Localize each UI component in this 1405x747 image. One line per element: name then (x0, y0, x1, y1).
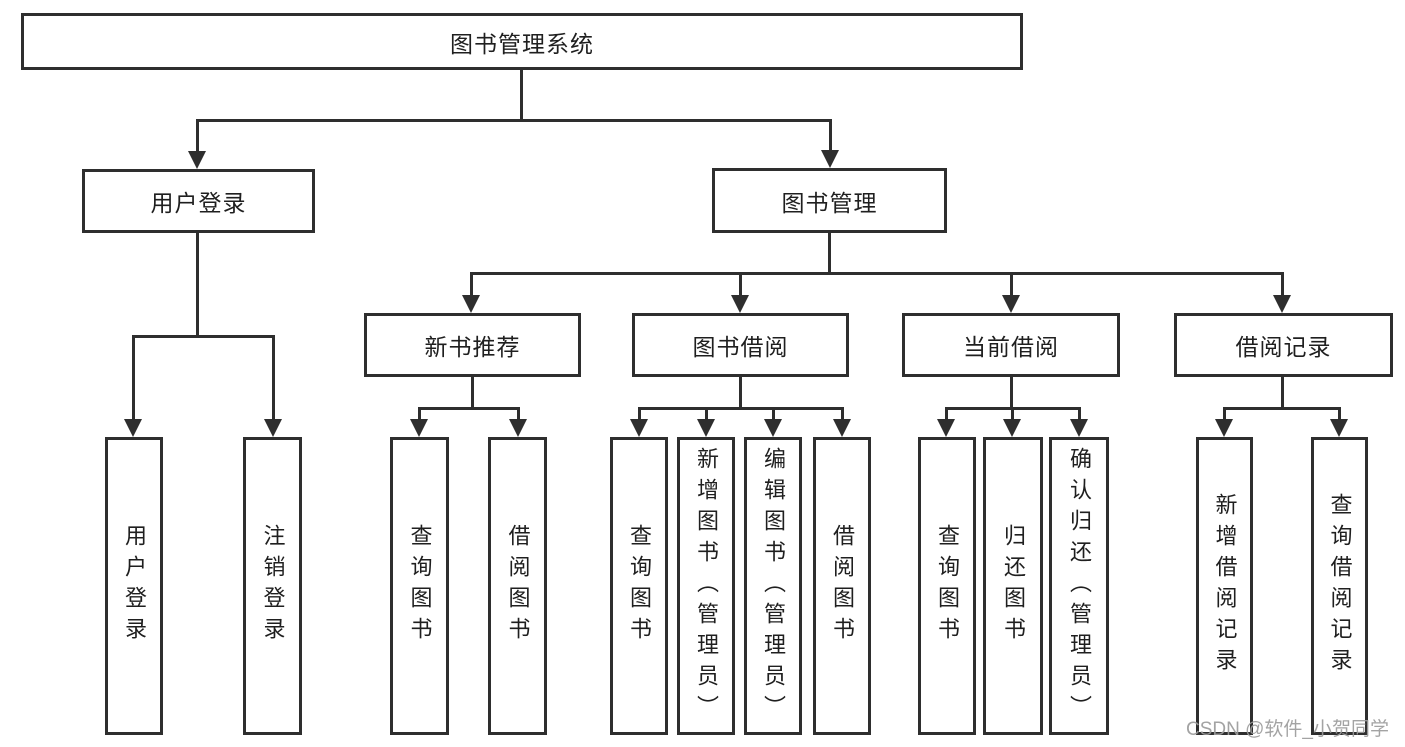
arrow-down-icon (1002, 295, 1020, 313)
arrow-down-icon (1070, 419, 1088, 437)
node-borrowing-records: 借阅记录 (1174, 313, 1393, 377)
arrow-down-icon (188, 151, 206, 169)
connector-line (517, 407, 520, 421)
leaf-user-login-label: 用户登录 (122, 524, 147, 648)
leaf-query-books-1: 查询图书 (390, 437, 449, 735)
leaf-query-borrow-record-label: 查询借阅记录 (1327, 493, 1353, 679)
leaf-return-book: 归还图书 (983, 437, 1043, 735)
leaf-confirm-return-admin-label: 确认归还（管理员） (1067, 446, 1092, 726)
leaf-query-books-2-label: 查询图书 (627, 524, 652, 648)
arrow-down-icon (833, 419, 851, 437)
arrow-down-icon (264, 419, 282, 437)
node-user-login: 用户登录 (82, 169, 315, 233)
arrow-down-icon (821, 150, 839, 168)
leaf-add-book-admin-label: 新增图书（管理员） (694, 446, 719, 726)
connector-line (1281, 377, 1284, 410)
node-book-borrowing: 图书借阅 (632, 313, 849, 377)
leaf-return-book-label: 归还图书 (1001, 524, 1026, 648)
leaf-borrow-books-1-label: 借阅图书 (505, 524, 531, 648)
connector-line (471, 377, 474, 410)
node-root-label: 图书管理系统 (450, 30, 594, 57)
leaf-edit-book-admin-label: 编辑图书（管理员） (761, 446, 786, 726)
connector-line (1338, 407, 1341, 421)
leaf-borrow-books-2-label: 借阅图书 (830, 524, 855, 648)
leaf-query-books-3: 查询图书 (918, 437, 976, 735)
connector-line (739, 377, 742, 410)
leaf-logout-label: 注销登录 (260, 524, 286, 648)
leaf-edit-book-admin: 编辑图书（管理员） (744, 437, 802, 735)
arrow-down-icon (697, 419, 715, 437)
node-current-borrowing: 当前借阅 (902, 313, 1120, 377)
connector-line (945, 407, 948, 421)
arrow-down-icon (462, 295, 480, 313)
arrow-down-icon (764, 419, 782, 437)
connector-line (196, 119, 199, 154)
connector-line (828, 233, 831, 275)
node-borrowing-records-label: 借阅记录 (1235, 334, 1332, 360)
node-current-borrowing-label: 当前借阅 (963, 334, 1059, 360)
connector-line (272, 335, 275, 423)
leaf-logout: 注销登录 (243, 437, 302, 735)
leaf-query-books-1-label: 查询图书 (407, 524, 433, 648)
node-book-management-label: 图书管理 (781, 189, 878, 216)
connector-line (1010, 272, 1013, 298)
connector-line (196, 233, 199, 338)
connector-line (520, 69, 523, 121)
connector-line (705, 407, 708, 421)
arrow-down-icon (1003, 419, 1021, 437)
leaf-borrow-books-2: 借阅图书 (813, 437, 871, 735)
leaf-add-borrow-record-label: 新增借阅记录 (1212, 493, 1238, 679)
connector-line (1011, 407, 1014, 421)
connector-line (772, 407, 775, 421)
connector-line (739, 272, 742, 298)
leaf-query-books-2: 查询图书 (610, 437, 668, 735)
arrow-down-icon (1215, 419, 1233, 437)
connector-line (1223, 407, 1226, 421)
arrow-down-icon (937, 419, 955, 437)
connector-line (638, 407, 641, 421)
leaf-add-book-admin: 新增图书（管理员） (677, 437, 735, 735)
arrow-down-icon (509, 419, 527, 437)
connector-line (132, 335, 275, 338)
connector-line (470, 272, 473, 298)
arrow-down-icon (124, 419, 142, 437)
node-book-borrowing-label: 图书借阅 (692, 334, 789, 360)
connector-line (196, 119, 832, 122)
connector-line (418, 407, 421, 421)
connector-line (470, 272, 1284, 275)
node-new-book-recommend: 新书推荐 (364, 313, 581, 377)
leaf-user-login: 用户登录 (105, 437, 163, 735)
leaf-add-borrow-record: 新增借阅记录 (1196, 437, 1253, 735)
connector-line (638, 407, 844, 410)
connector-line (1010, 377, 1013, 410)
connector-line (418, 407, 520, 410)
connector-line (829, 119, 832, 153)
csdn-watermark: CSDN @软件_小贺同学 (1186, 719, 1389, 740)
arrow-down-icon (1273, 295, 1291, 313)
connector-line (841, 407, 844, 421)
arrow-down-icon (630, 419, 648, 437)
leaf-query-borrow-record: 查询借阅记录 (1311, 437, 1368, 735)
node-new-book-recommend-label: 新书推荐 (424, 334, 521, 360)
node-user-login-label: 用户登录 (150, 190, 247, 216)
node-root-system: 图书管理系统 (21, 13, 1023, 70)
connector-line (1223, 407, 1341, 410)
arrow-down-icon (410, 419, 428, 437)
arrow-down-icon (731, 295, 749, 313)
arrow-down-icon (1330, 419, 1348, 437)
leaf-borrow-books-1: 借阅图书 (488, 437, 547, 735)
connector-line (1078, 407, 1081, 421)
leaf-query-books-3-label: 查询图书 (935, 524, 960, 648)
leaf-confirm-return-admin: 确认归还（管理员） (1049, 437, 1109, 735)
node-book-management: 图书管理 (712, 168, 947, 233)
connector-line (132, 335, 135, 423)
connector-line (1281, 272, 1284, 298)
